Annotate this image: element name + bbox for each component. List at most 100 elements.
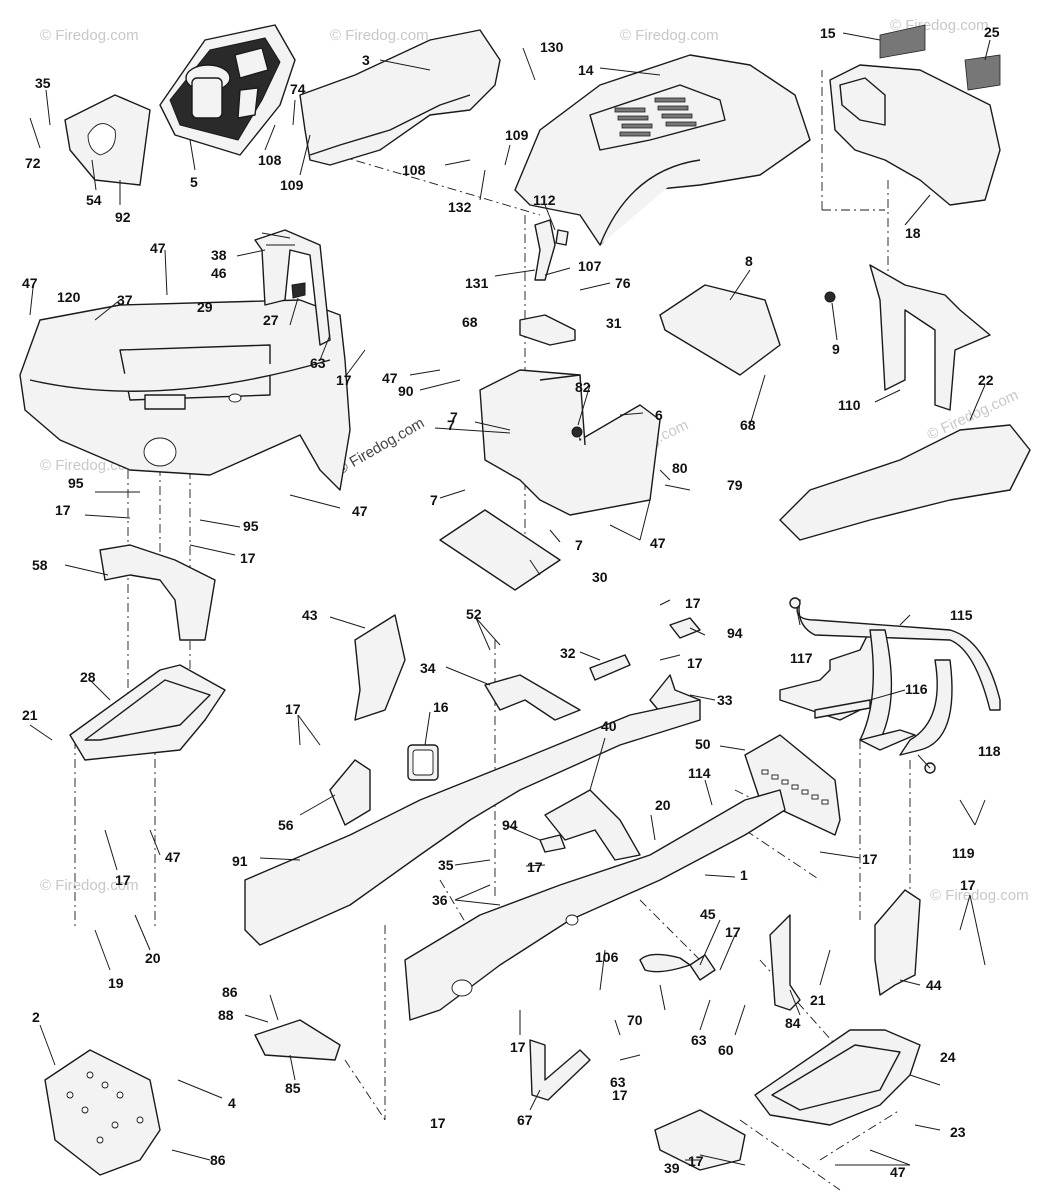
parts <box>19 24 1031 1176</box>
callout: 56 <box>278 817 294 833</box>
callout: 16 <box>433 699 449 715</box>
part-131 <box>534 219 556 281</box>
callout: 117 <box>790 650 813 666</box>
callout: 74 <box>290 81 306 97</box>
callout: 15 <box>820 25 836 41</box>
part-116 <box>814 699 871 719</box>
part-94 <box>539 834 566 853</box>
callout: 20 <box>145 950 161 966</box>
callout: 45 <box>700 906 716 922</box>
callout: 2 <box>32 1009 40 1025</box>
part-plate-2 <box>44 1049 161 1176</box>
callout: 70 <box>627 1012 643 1028</box>
callout: 17 <box>688 1153 704 1169</box>
callout: 17 <box>336 372 352 388</box>
callout: 39 <box>664 1160 680 1176</box>
part-bracket-43 <box>354 614 406 721</box>
watermark: © Firedog.com <box>330 27 429 44</box>
part-side-panel <box>299 29 501 166</box>
part-grille-25 <box>964 54 1001 91</box>
callout: 68 <box>462 314 478 330</box>
part-bracket-31 <box>519 314 576 346</box>
callout: 130 <box>540 39 564 55</box>
part-82 <box>571 426 583 438</box>
callout: 3 <box>362 52 370 68</box>
callout: 17 <box>527 859 543 875</box>
callout: 63 <box>610 1074 626 1090</box>
part-frame-rail-left <box>244 699 701 946</box>
callout: 38 <box>211 247 227 263</box>
callout: 18 <box>905 225 921 241</box>
callout: 109 <box>280 177 304 193</box>
callout: 34 <box>420 660 436 676</box>
callout: 20 <box>655 797 671 813</box>
callout: 32 <box>560 645 576 661</box>
part-arm-84 <box>769 914 801 1011</box>
callout: 31 <box>606 315 622 331</box>
callout: 4 <box>228 1095 236 1111</box>
callout: 8 <box>745 253 753 269</box>
callout: 131 <box>465 275 489 291</box>
callout: 46 <box>211 265 227 281</box>
callout: 92 <box>115 209 131 225</box>
part-grille-15 <box>879 24 926 59</box>
part-top-plate <box>659 284 781 376</box>
callout: 82 <box>575 379 591 395</box>
callout: 94 <box>727 625 743 641</box>
callout: 47 <box>150 240 166 256</box>
part-117 <box>789 597 801 609</box>
callout: 50 <box>695 736 711 752</box>
part-chassis <box>479 369 661 516</box>
part-85 <box>254 1019 341 1061</box>
part-floor-plate <box>439 509 561 591</box>
callout: 1 <box>740 867 748 883</box>
callout: 6 <box>655 407 663 423</box>
callout: 40 <box>601 718 617 734</box>
callout: 27 <box>263 312 279 328</box>
callout: 14 <box>578 62 594 78</box>
callout: 58 <box>32 557 48 573</box>
callout: 86 <box>222 984 238 1000</box>
callout: 60 <box>718 1042 734 1058</box>
callout: 33 <box>717 692 733 708</box>
part-70 <box>639 953 691 973</box>
callout: 17 <box>285 701 301 717</box>
callout: 23 <box>950 1124 966 1140</box>
leader-lines <box>29 32 991 1166</box>
callout: 37 <box>117 292 133 308</box>
callout: 24 <box>940 1049 956 1065</box>
part-112 <box>555 229 569 246</box>
part-45 <box>689 954 716 981</box>
callout: 119 <box>952 845 975 861</box>
callout: 21 <box>22 707 38 723</box>
callout: 9 <box>832 341 840 357</box>
callout: 115 <box>950 607 973 623</box>
callout: 67 <box>517 1112 533 1128</box>
callout: 63 <box>691 1032 707 1048</box>
callout: 110 <box>838 397 861 413</box>
callout: 47 <box>382 370 398 386</box>
callout: 86 <box>210 1152 226 1168</box>
callout: 47 <box>165 849 181 865</box>
callout: 132 <box>448 199 472 215</box>
part-hood <box>514 54 811 246</box>
callout: 17 <box>725 924 741 940</box>
callout: 7 <box>430 492 438 508</box>
callout: 85 <box>285 1080 301 1096</box>
callout: 36 <box>432 892 448 908</box>
callout: 116 <box>905 681 928 697</box>
callout: 17 <box>960 877 976 893</box>
part-27 <box>291 282 306 299</box>
part-frame-rail-right <box>404 789 786 1021</box>
callout: 44 <box>926 977 942 993</box>
callout: 91 <box>232 853 248 869</box>
watermark: © Firedog.com <box>930 887 1029 904</box>
callout: 114 <box>688 765 711 781</box>
callout: 106 <box>595 949 619 965</box>
part-seat-bracket <box>254 229 331 346</box>
callout: 84 <box>785 1015 801 1031</box>
callout: 63 <box>310 355 326 371</box>
part-seat-mount <box>99 544 216 641</box>
callout: 112 <box>533 192 556 208</box>
